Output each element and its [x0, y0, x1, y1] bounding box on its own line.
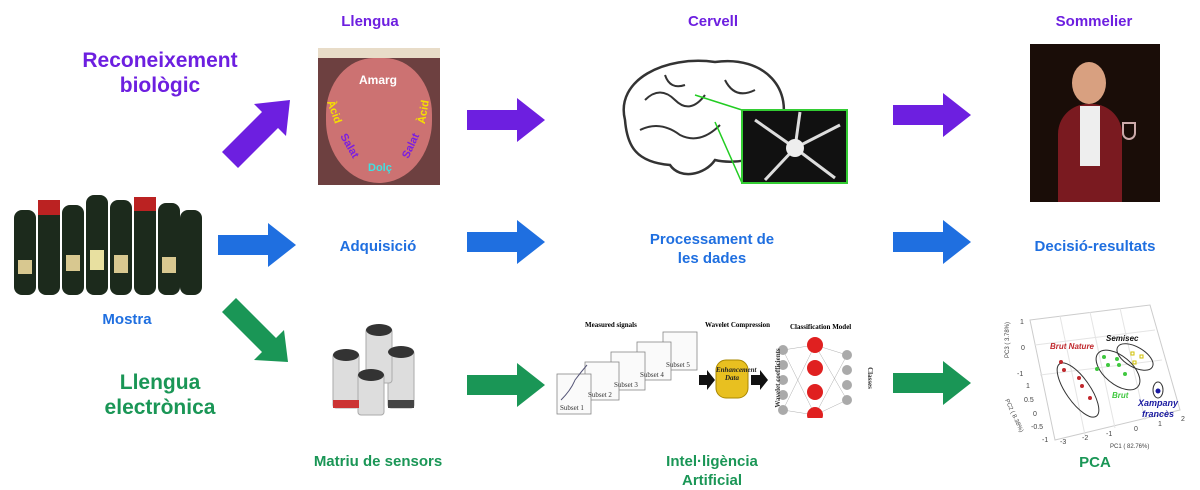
ai-pipeline-figure: Measured signals Wavelet Compression Cla…	[555, 318, 885, 418]
wavelet-label: Wavelet Compression	[705, 321, 771, 329]
pca-xtick: 2	[1181, 416, 1185, 423]
title-line: electrònica	[104, 396, 216, 419]
title-line: Llengua	[119, 371, 201, 394]
right-arrow	[893, 361, 971, 405]
brain-illustration	[622, 59, 848, 184]
tongue-image: Amarg Àcid Àcid Salat Salat Dolç	[318, 48, 440, 185]
measured-signals-label: Measured signals	[585, 321, 637, 329]
right-arrow	[893, 220, 971, 264]
subset-5-label: Subset 5	[666, 361, 690, 369]
pca-label: PCA	[1079, 454, 1111, 471]
label-line: les dades	[677, 250, 747, 267]
pca-ztick: -1	[1017, 371, 1023, 378]
pca-ytick: -0.5	[1031, 424, 1043, 431]
diagonal-down-arrow	[222, 298, 288, 362]
pca-xtick: 0	[1134, 426, 1138, 433]
right-arrow	[467, 363, 545, 407]
pca-ylabel: PC2 ( 8.38%)	[1003, 398, 1024, 433]
group-semisec: Semisec	[1106, 334, 1139, 343]
sensor-array-label: Matriu de sensors	[313, 453, 443, 470]
right-arrow	[467, 98, 545, 142]
tongue-sweet: Dolç	[368, 162, 392, 174]
subset-2-label: Subset 2	[588, 391, 612, 399]
pca-xlabel: PC1 ( 82.76%)	[1110, 444, 1149, 450]
tongue-bitter: Amarg	[359, 73, 398, 87]
pca-xtick: -3	[1060, 439, 1066, 446]
classification-label: Classification Model	[790, 323, 852, 331]
pca-ztick: 1	[1020, 319, 1024, 326]
pca-ytick: -1	[1042, 437, 1048, 444]
sommelier-label: Sommelier	[1055, 13, 1133, 30]
subset-3-label: Subset 3	[614, 381, 638, 389]
diagonal-up-arrow	[222, 100, 290, 168]
brain-label: Cervell	[687, 13, 739, 30]
pca-zlabel: PC3 ( 3.78%)	[1005, 322, 1011, 358]
right-arrow	[218, 223, 296, 267]
right-arrow	[467, 220, 545, 264]
pca-ytick: 0.5	[1024, 397, 1034, 404]
label-line: Intel·ligència	[666, 453, 758, 470]
sample-label: Mostra	[102, 311, 152, 328]
group-french-champagne: Xampany francès	[1137, 398, 1179, 419]
wavelet-coefficients-label: Wavelet coefficients	[774, 348, 782, 408]
pca-xtick: 1	[1158, 421, 1162, 428]
subset-1-label: Subset 1	[560, 404, 584, 412]
subset-4-label: Subset 4	[640, 371, 664, 379]
pca-plot: PC3 ( 3.78%) PC2 ( 8.38%) PC1 ( 82.76%) …	[1003, 304, 1185, 450]
pca-ytick: 1	[1026, 383, 1030, 390]
pca-ytick: 0	[1033, 411, 1037, 418]
group-brut-nature: Brut Nature	[1050, 342, 1095, 351]
sommelier-photo	[1030, 44, 1160, 202]
title-line: biològic	[119, 74, 201, 97]
title-line: Reconeixement	[82, 49, 238, 72]
pca-xtick: -1	[1106, 431, 1112, 438]
enhancement-data-label: Enhancement Data	[716, 366, 757, 382]
right-arrow	[893, 93, 971, 137]
wine-bottles-photo	[10, 185, 205, 297]
acquisition-label: Adquisició	[339, 238, 417, 255]
tongue-label: Llengua	[341, 13, 399, 30]
classes-label: Classes	[866, 367, 874, 389]
label-line: Processament de	[649, 231, 775, 248]
decision-label: Decisió-resultats	[1034, 238, 1156, 255]
pipeline-graphic	[556, 331, 852, 418]
pca-ztick: 0	[1021, 345, 1025, 352]
pca-xtick: -2	[1082, 435, 1088, 442]
sensor-array-photo	[332, 324, 415, 416]
label-line: Artificial	[681, 472, 742, 489]
processing-label: Processament de les dades	[650, 230, 774, 268]
group-brut: Brut	[1112, 391, 1129, 400]
